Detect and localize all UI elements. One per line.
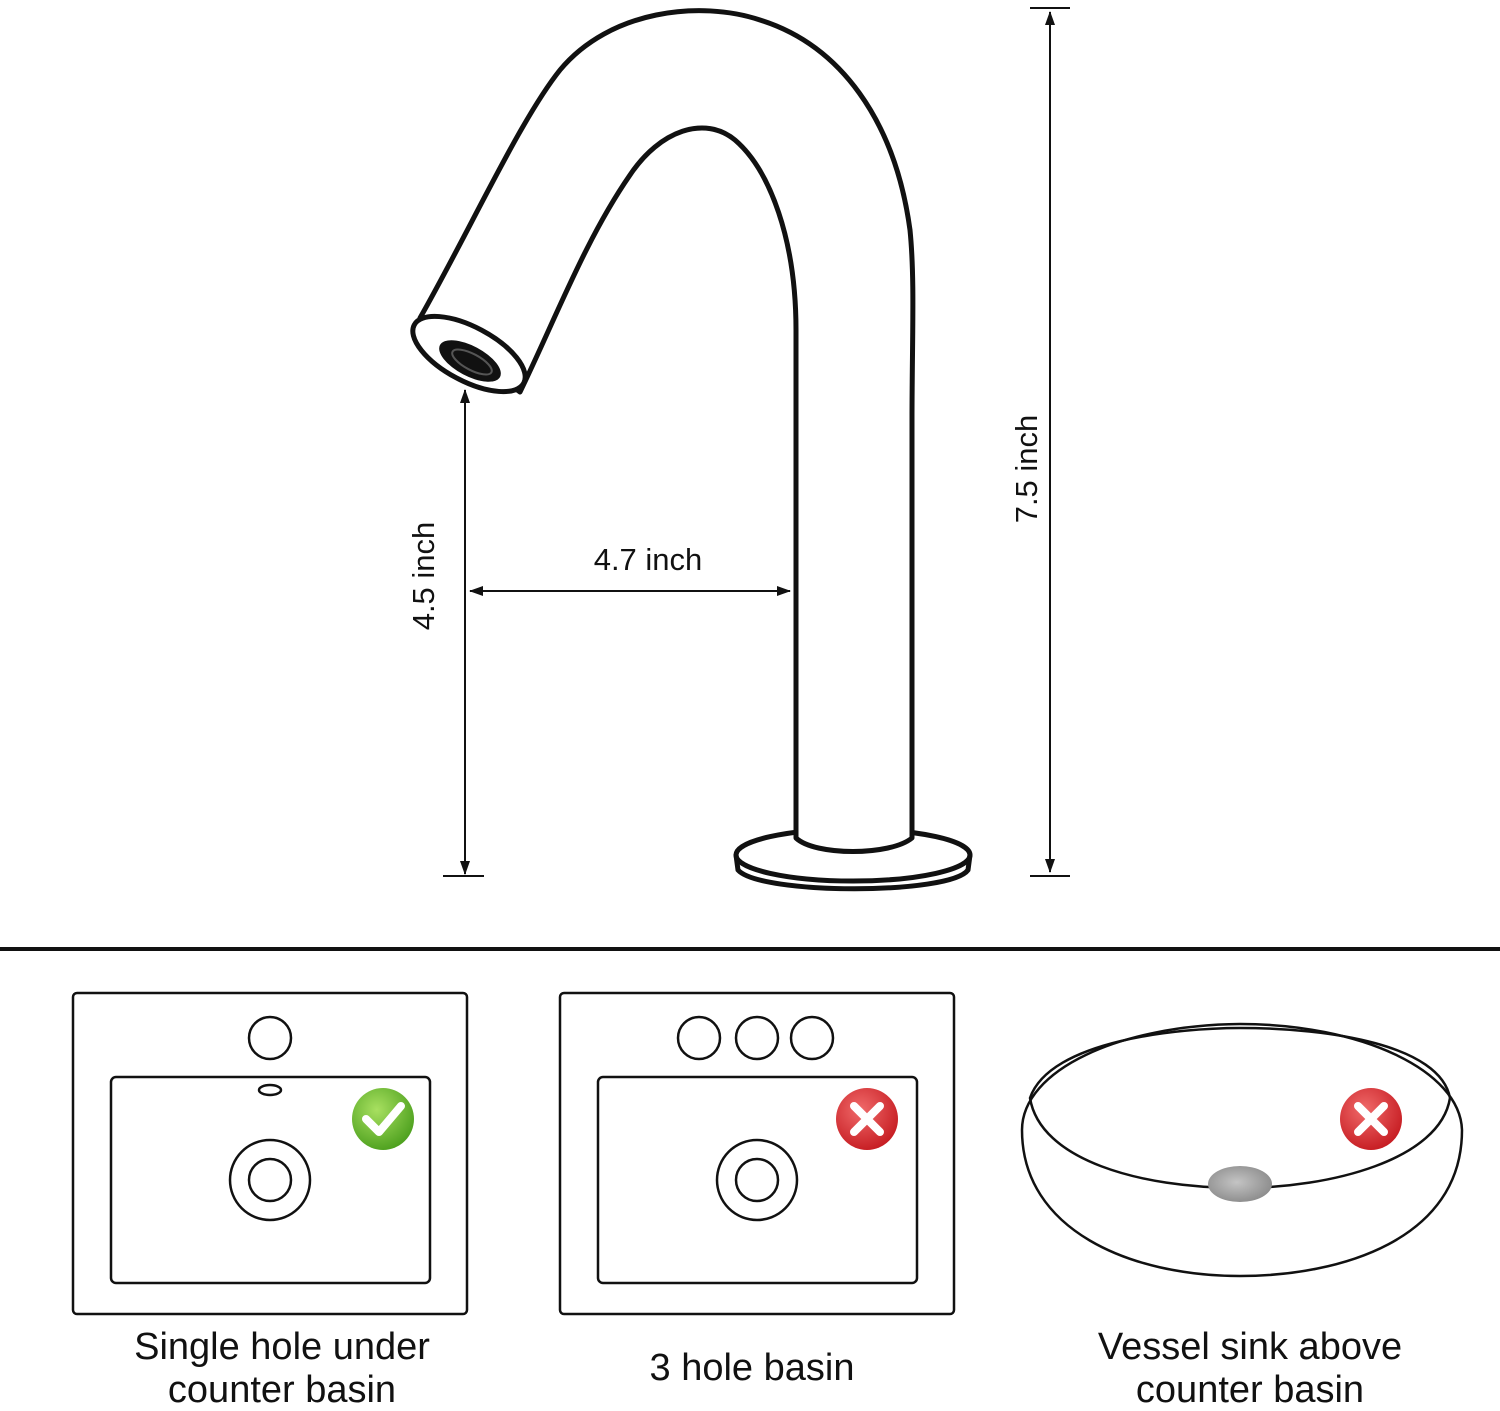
check-icon <box>352 1088 414 1150</box>
reach-label: 4.7 inch <box>593 542 703 577</box>
spout-height-label: 4.5 inch <box>406 521 441 631</box>
caption-line: counter basin <box>167 1368 397 1411</box>
basin-three-hole <box>558 991 956 1316</box>
dimension-lines <box>443 7 1070 877</box>
faucet-base-edge <box>733 852 973 892</box>
faucet-body <box>417 8 916 854</box>
basin-single-hole <box>71 991 469 1316</box>
drain-icon <box>1208 1166 1272 1202</box>
caption-line: Single hole under <box>134 1326 430 1368</box>
caption-line: Vessel sink above <box>1097 1326 1403 1368</box>
cross-icon <box>1340 1088 1402 1150</box>
basin-caption-single: Single hole under counter basin <box>60 1326 504 1411</box>
total-height-label: 7.5 inch <box>1009 414 1044 524</box>
basin-vessel-sink <box>1020 1022 1464 1278</box>
caption-line: counter basin <box>1135 1368 1365 1411</box>
basin-caption-three-hole: 3 hole basin <box>649 1347 855 1389</box>
faucet-illustration <box>410 8 973 892</box>
cross-icon <box>836 1088 898 1150</box>
basin-caption-vessel: Vessel sink above counter basin <box>1028 1326 1472 1411</box>
